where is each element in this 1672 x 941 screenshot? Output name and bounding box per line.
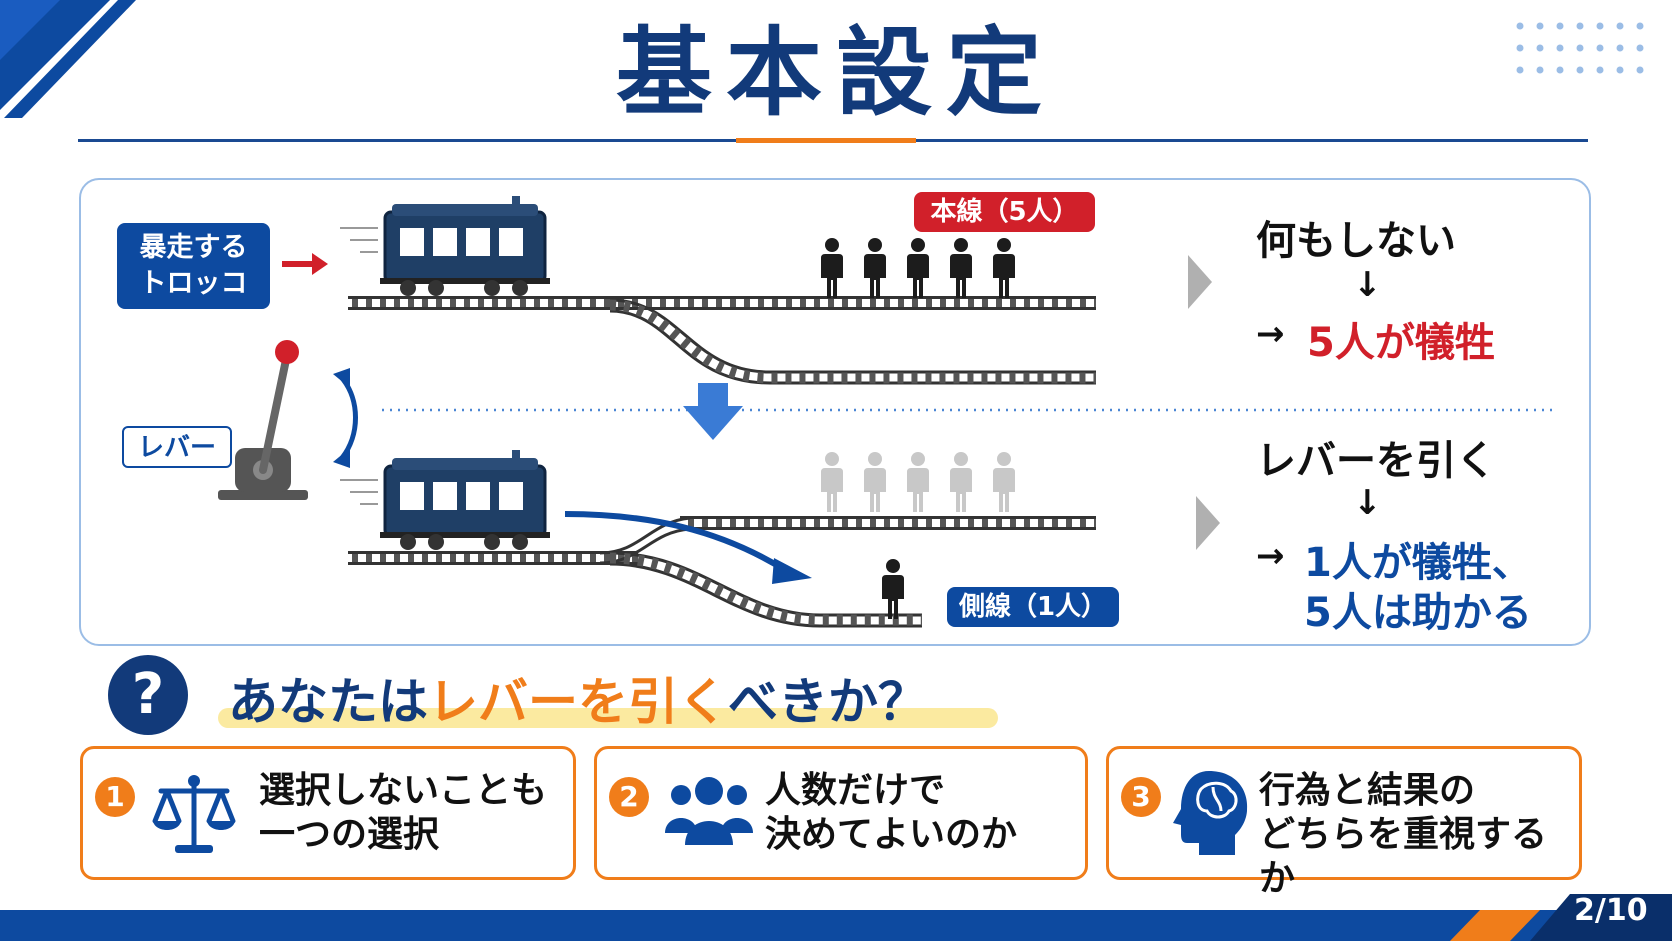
one-person-side-track-icon [882, 559, 904, 619]
dot-grid-decoration [1516, 22, 1644, 74]
person-figure [993, 238, 1015, 298]
five-people-spared-icon [821, 452, 1015, 512]
question-mark-icon: ? [108, 655, 188, 735]
page-number: 2/10 [1574, 893, 1648, 928]
top-branch-track [609, 298, 1096, 385]
outcome-do-nothing-result: 5人が犠牲 [1307, 320, 1495, 366]
result-arrow-top-icon [1188, 255, 1212, 309]
question-highlight-bar [218, 708, 998, 728]
point-card-1: 1 選択しないことも 一つの選択 [80, 746, 576, 880]
point-text-line2: どちらを重視するか [1259, 814, 1548, 899]
scales-icon [152, 775, 236, 853]
bottom-main-track [348, 516, 1096, 565]
people-group-icon [665, 777, 753, 845]
five-people-main-track-icon [821, 238, 1015, 298]
outcome-pull-lever-down-arrow: ↓ [1353, 483, 1382, 523]
person-figure [821, 238, 843, 298]
lever-label: レバー [122, 426, 232, 468]
trolley-label-line: 暴走する [139, 232, 248, 263]
person-figure [864, 238, 886, 298]
point-number-badge: 1 [95, 777, 135, 817]
footer-bar [0, 910, 1672, 941]
outcome-pull-lever-arrow: → [1256, 536, 1285, 576]
point-text-line2: 一つの選択 [259, 814, 440, 855]
outcome-do-nothing-heading: 何もしない [1256, 218, 1456, 264]
point-number-badge: 2 [609, 777, 649, 817]
trolley-car-bottom [340, 450, 550, 550]
person-figure [821, 452, 843, 512]
runaway-trolley-label: 暴走するトロッコ [117, 223, 270, 309]
divert-arrow-icon [564, 511, 812, 584]
footer-corner-decoration [1450, 894, 1672, 941]
result-arrow-bottom-icon [1196, 496, 1220, 550]
person-figure [950, 238, 972, 298]
trolley-car-top [340, 196, 550, 296]
question-prefix: あなたは [228, 673, 428, 731]
side-line-label: 側線（1人） [947, 587, 1119, 627]
point-text-line1: 選択しないことも [259, 770, 548, 811]
main-line-label: 本線（5人） [914, 192, 1095, 232]
point-text-line1: 行為と結果の [1259, 770, 1476, 811]
person-figure [950, 452, 972, 512]
person-figure [907, 452, 929, 512]
down-arrow-icon [683, 383, 743, 440]
point-card-2: 2 人数だけで 決めてよいのか [594, 746, 1088, 880]
lever-icon [218, 340, 308, 500]
top-main-track [348, 296, 1096, 310]
point-text-line2: 決めてよいのか [765, 814, 1018, 855]
outcome-pull-lever-heading: レバーを引く [1256, 438, 1496, 484]
outcome-pull-lever-result-line1: 1人が犠牲、 [1304, 540, 1532, 586]
point-text-line1: 人数だけで [765, 770, 946, 811]
person-figure [882, 559, 904, 619]
person-figure [993, 452, 1015, 512]
outcome-pull-lever-result-line2: 5人は助かる [1304, 590, 1532, 636]
person-figure [864, 452, 886, 512]
lever-toggle-arrow-icon [333, 368, 358, 468]
point-number-badge: 3 [1121, 777, 1161, 817]
person-figure [907, 238, 929, 298]
head-brain-icon [1173, 771, 1248, 855]
slide-title: 基本設定 [616, 17, 1056, 129]
corner-stripes-decoration [0, 0, 136, 118]
red-arrow-icon [282, 253, 328, 275]
title-underline-accent [736, 138, 916, 143]
question-highlight: レバーを引く [428, 673, 728, 731]
outcome-do-nothing-down-arrow: ↓ [1353, 265, 1382, 305]
point-card-3: 3 行為と結果の どちらを重視するか [1106, 746, 1582, 899]
question-suffix: べきか？ [728, 673, 928, 731]
outcome-do-nothing-arrow: → [1256, 314, 1285, 354]
question-text: あなたはレバーを引くべきか？ [228, 662, 928, 734]
trolley-label-line: トロッコ [139, 268, 248, 299]
